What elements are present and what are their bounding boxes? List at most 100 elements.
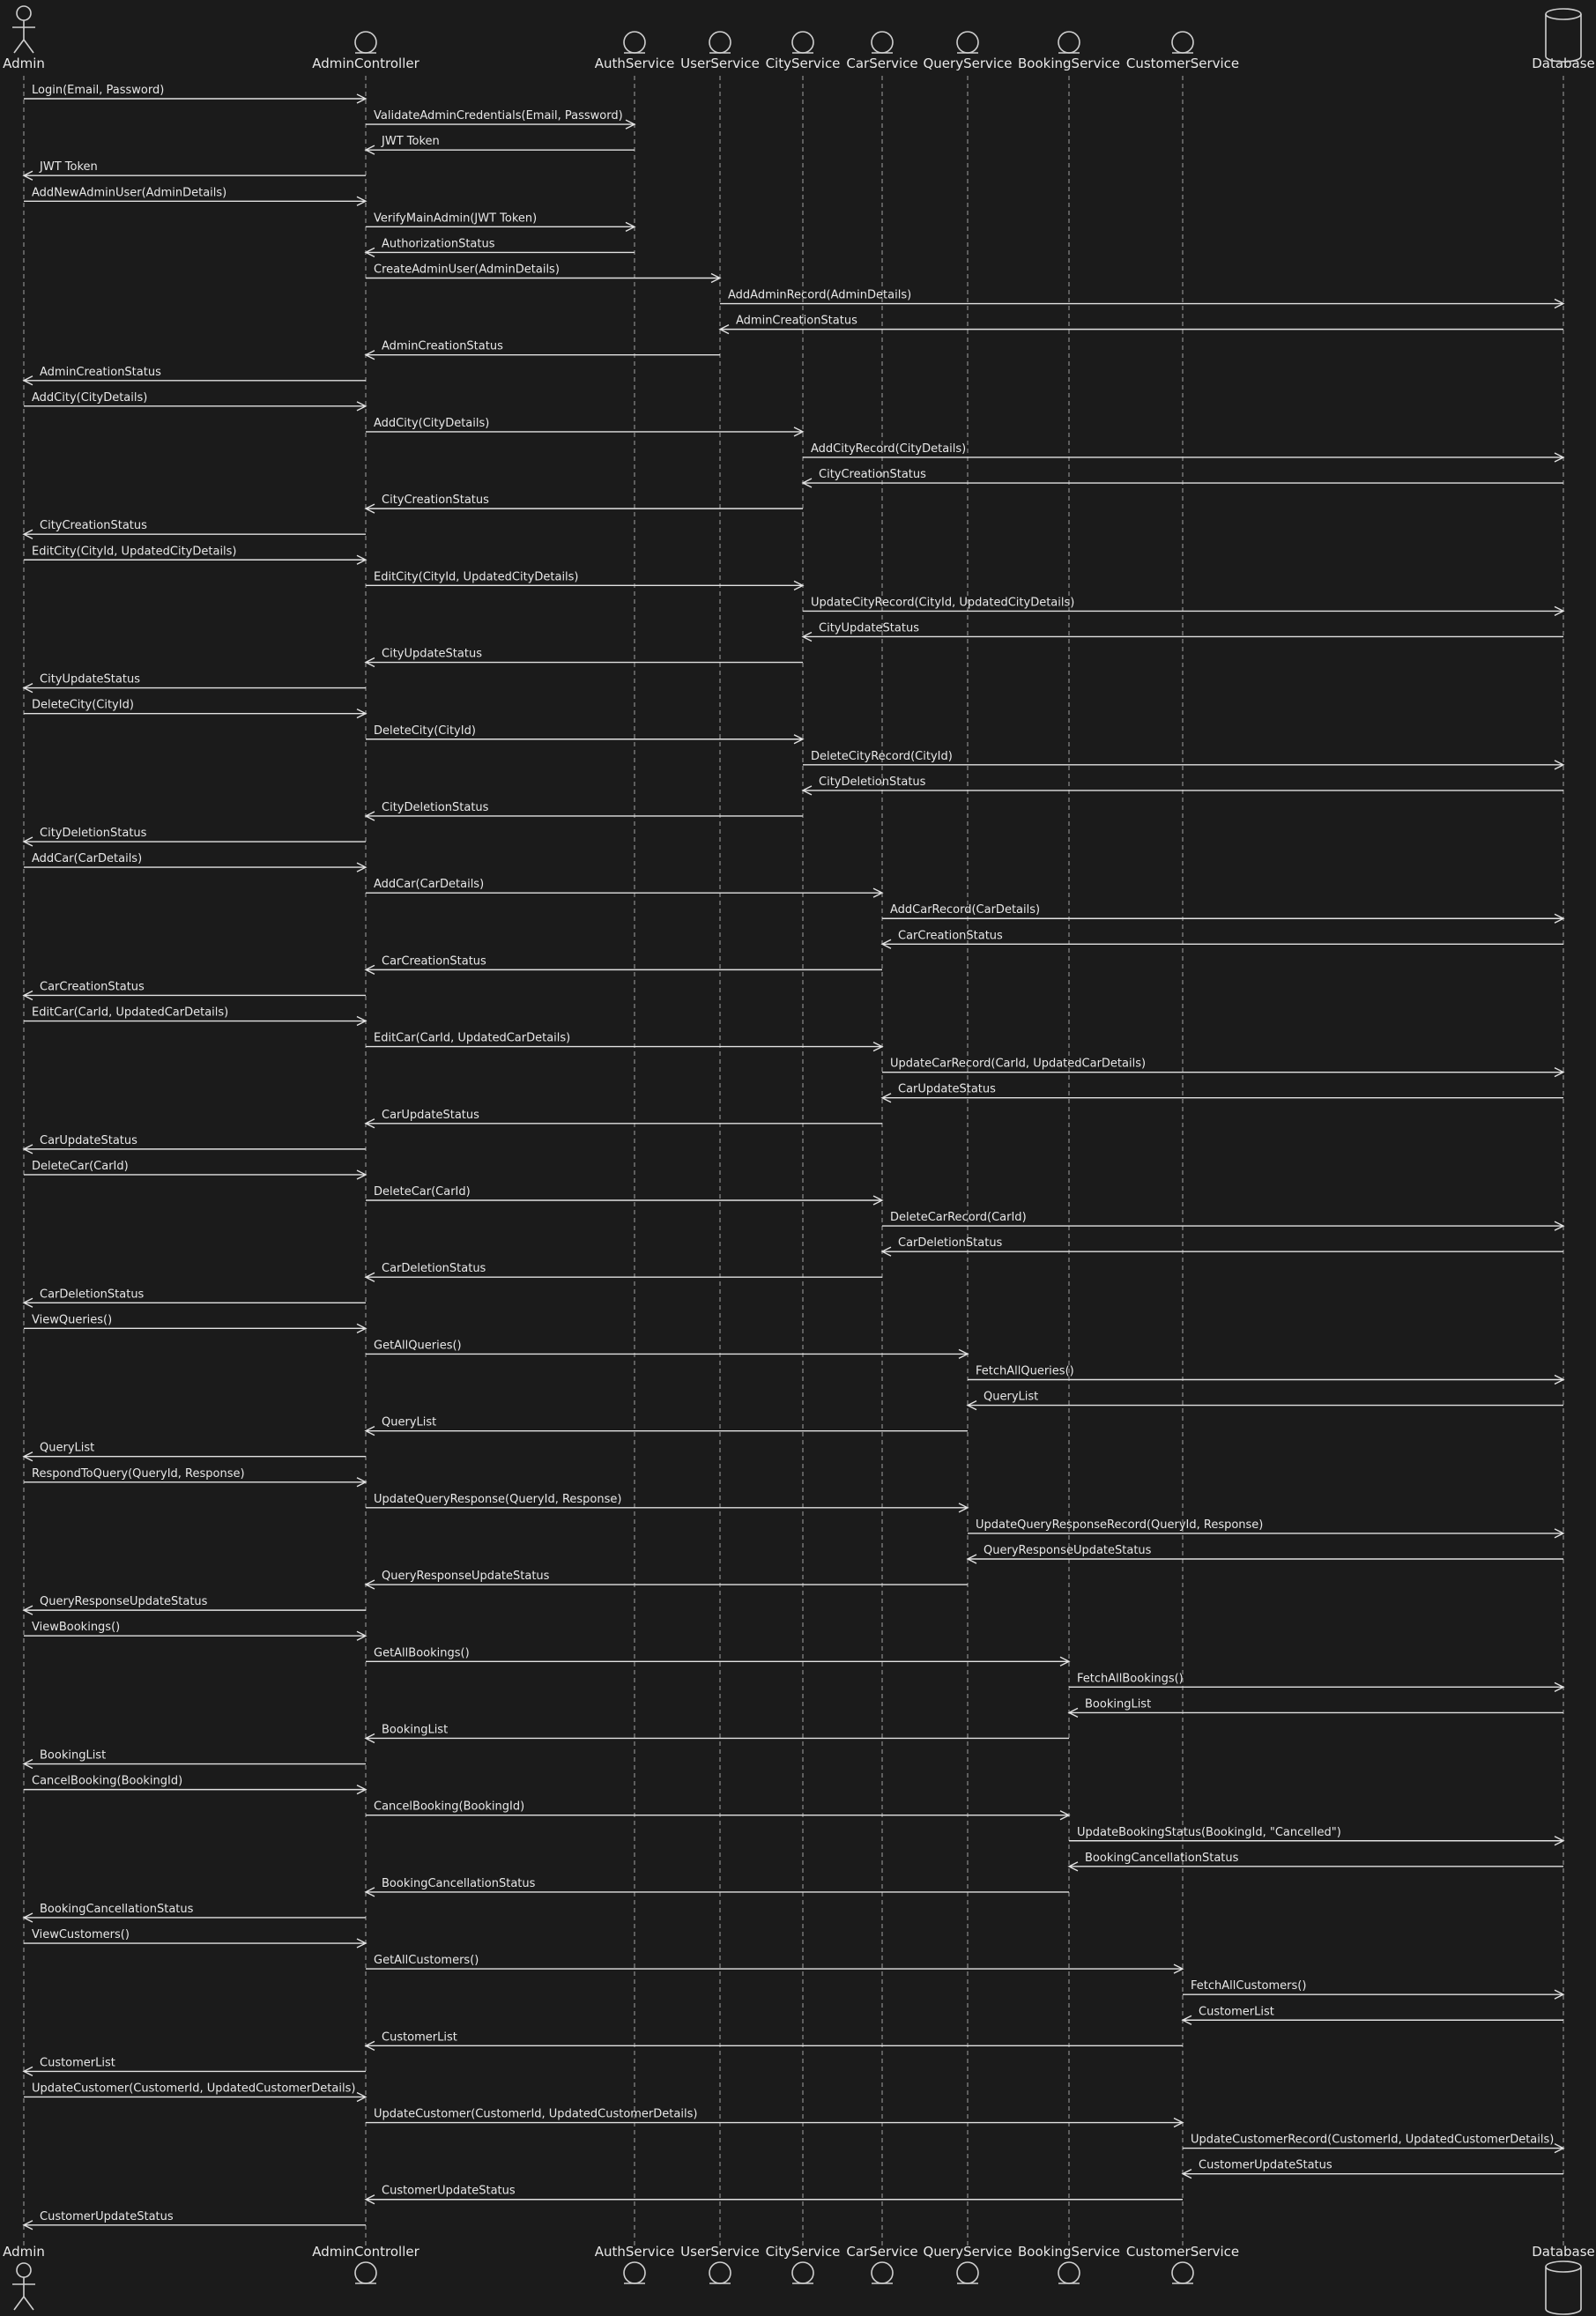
message-label: UpdateCustomer(CustomerId, UpdatedCustom…	[32, 2082, 355, 2095]
message-label: CustomerList	[40, 2056, 115, 2069]
arrowhead-icon	[364, 1887, 375, 1897]
arrowhead-icon	[22, 836, 33, 847]
message-label: CancelBooking(BookingId)	[32, 1775, 182, 1788]
message: CityDeletionStatus	[22, 827, 366, 847]
message-label: JWT Token	[381, 135, 440, 148]
message-label: AddNewAdminUser(AdminDetails)	[32, 186, 226, 199]
message: CityUpdateStatus	[801, 621, 1563, 642]
message-label: CarUpdateStatus	[382, 1109, 479, 1122]
message-label: FetchAllBookings()	[1077, 1672, 1184, 1685]
arrowhead-icon	[801, 631, 813, 642]
message: BookingCancellationStatus	[1067, 1852, 1563, 1872]
message-label: CustomerList	[1199, 2005, 1274, 2018]
message-label: CarUpdateStatus	[40, 1134, 137, 1147]
entity-circle-icon	[1171, 31, 1194, 54]
message: UpdateCarRecord(CarId, UpdatedCarDetails…	[882, 1058, 1565, 1078]
arrowhead-icon	[958, 1503, 969, 1513]
message: AddNewAdminUser(AdminDetails)	[24, 186, 367, 206]
arrowhead-icon	[364, 657, 375, 668]
message: CreateAdminUser(AdminDetails)	[366, 263, 722, 284]
database-cylinder-icon	[1545, 2260, 1582, 2315]
participant-label: BookingService	[1018, 56, 1120, 71]
participant-admin: Admin	[3, 5, 45, 71]
message: EditCity(CityId, UpdatedCityDetails)	[24, 545, 367, 565]
participant-label: QueryService	[923, 2244, 1012, 2260]
participant-admin-bottom: Admin	[3, 2244, 45, 2311]
arrowhead-icon	[1554, 1989, 1565, 2000]
message-label: CityDeletionStatus	[382, 801, 489, 814]
message-label: AdminCreationStatus	[382, 340, 503, 353]
arrowhead-icon	[793, 734, 805, 745]
entity-circle-icon	[956, 31, 979, 54]
participant-adminController: AdminController	[312, 31, 420, 71]
participant-label: CustomerService	[1126, 56, 1239, 71]
message-label: CityDeletionStatus	[819, 776, 926, 789]
participant-label: CityService	[766, 2244, 841, 2260]
message: EditCity(CityId, UpdatedCityDetails)	[366, 570, 805, 590]
arrowhead-icon	[1554, 1221, 1565, 1231]
lifelines	[23, 76, 1564, 2247]
arrowhead-icon	[1554, 1836, 1565, 1846]
arrowhead-icon	[356, 554, 367, 565]
message: BookingCancellationStatus	[364, 1877, 1069, 1897]
message-label: BookingList	[1085, 1697, 1151, 1711]
message: UpdateCityRecord(CityId, UpdatedCityDeta…	[803, 596, 1565, 617]
message-label: JWT Token	[39, 160, 98, 174]
message: DeleteCar(CarId)	[24, 1160, 367, 1180]
message: AddCity(CityDetails)	[366, 417, 805, 437]
message-label: DeleteCarRecord(CarId)	[890, 1211, 1027, 1224]
arrowhead-icon	[22, 375, 33, 386]
arrowhead-icon	[356, 196, 367, 206]
message: CarDeletionStatus	[364, 1262, 882, 1282]
message: UpdateCustomer(CustomerId, UpdatedCustom…	[366, 2108, 1184, 2128]
arrowhead-icon	[22, 1912, 33, 1923]
arrowhead-icon	[625, 221, 636, 232]
participant-cityService-bottom: CityService	[766, 2244, 841, 2284]
participant-label: UserService	[680, 2244, 760, 2260]
participant-label: AdminController	[312, 2244, 419, 2260]
database-cylinder-icon	[1545, 8, 1582, 63]
participant-label: AuthService	[595, 56, 675, 71]
arrowhead-icon	[364, 503, 375, 514]
arrowhead-icon	[22, 1758, 33, 1770]
message: FetchAllQueries()	[968, 1365, 1565, 1385]
message: JWT Token	[22, 160, 366, 181]
message-label: ViewQueries()	[32, 1313, 112, 1326]
arrowhead-icon	[1554, 1374, 1565, 1385]
message: CarUpdateStatus	[22, 1134, 366, 1154]
participant-cityService: CityService	[766, 31, 840, 71]
message-label: CarDeletionStatus	[40, 1288, 145, 1301]
message-label: CarCreationStatus	[382, 954, 486, 968]
message-label: AddCityRecord(CityDetails)	[811, 442, 966, 456]
participant-carService-bottom: CarService	[846, 2244, 918, 2284]
message-label: CityUpdateStatus	[382, 648, 482, 661]
participant-queryService: QueryService	[923, 31, 1013, 71]
message: CityCreationStatus	[364, 494, 803, 514]
message-label: CityUpdateStatus	[40, 673, 140, 687]
message-label: DeleteCity(CityId)	[32, 699, 134, 712]
message-label: UpdateCarRecord(CarId, UpdatedCarDetails…	[890, 1058, 1146, 1071]
message-label: RespondToQuery(QueryId, Response)	[32, 1467, 245, 1481]
message: RespondToQuery(QueryId, Response)	[24, 1467, 367, 1488]
arrowhead-icon	[356, 93, 367, 104]
entity-circle-icon	[1058, 2261, 1080, 2284]
arrowhead-icon	[22, 2066, 33, 2077]
message-label: AddCar(CarDetails)	[32, 852, 142, 865]
arrowhead-icon	[793, 580, 805, 590]
arrowhead-icon	[966, 1554, 977, 1564]
arrowhead-icon	[1554, 760, 1565, 770]
arrowhead-icon	[364, 1272, 375, 1282]
message: UpdateBookingStatus(BookingId, "Cancelle…	[1069, 1826, 1565, 1846]
message-label: BookingList	[40, 1749, 106, 1763]
messages: Login(Email, Password)ValidateAdminCrede…	[22, 84, 1565, 2231]
arrowhead-icon	[710, 272, 722, 284]
message: QueryList	[364, 1416, 968, 1436]
arrowhead-icon	[1554, 913, 1565, 924]
arrowhead-icon	[801, 785, 813, 796]
message-label: Login(Email, Password)	[32, 84, 164, 97]
message: CityUpdateStatus	[22, 673, 366, 694]
message-label: AdminCreationStatus	[736, 315, 857, 328]
arrowhead-icon	[22, 529, 33, 539]
message: CarUpdateStatus	[880, 1083, 1563, 1103]
